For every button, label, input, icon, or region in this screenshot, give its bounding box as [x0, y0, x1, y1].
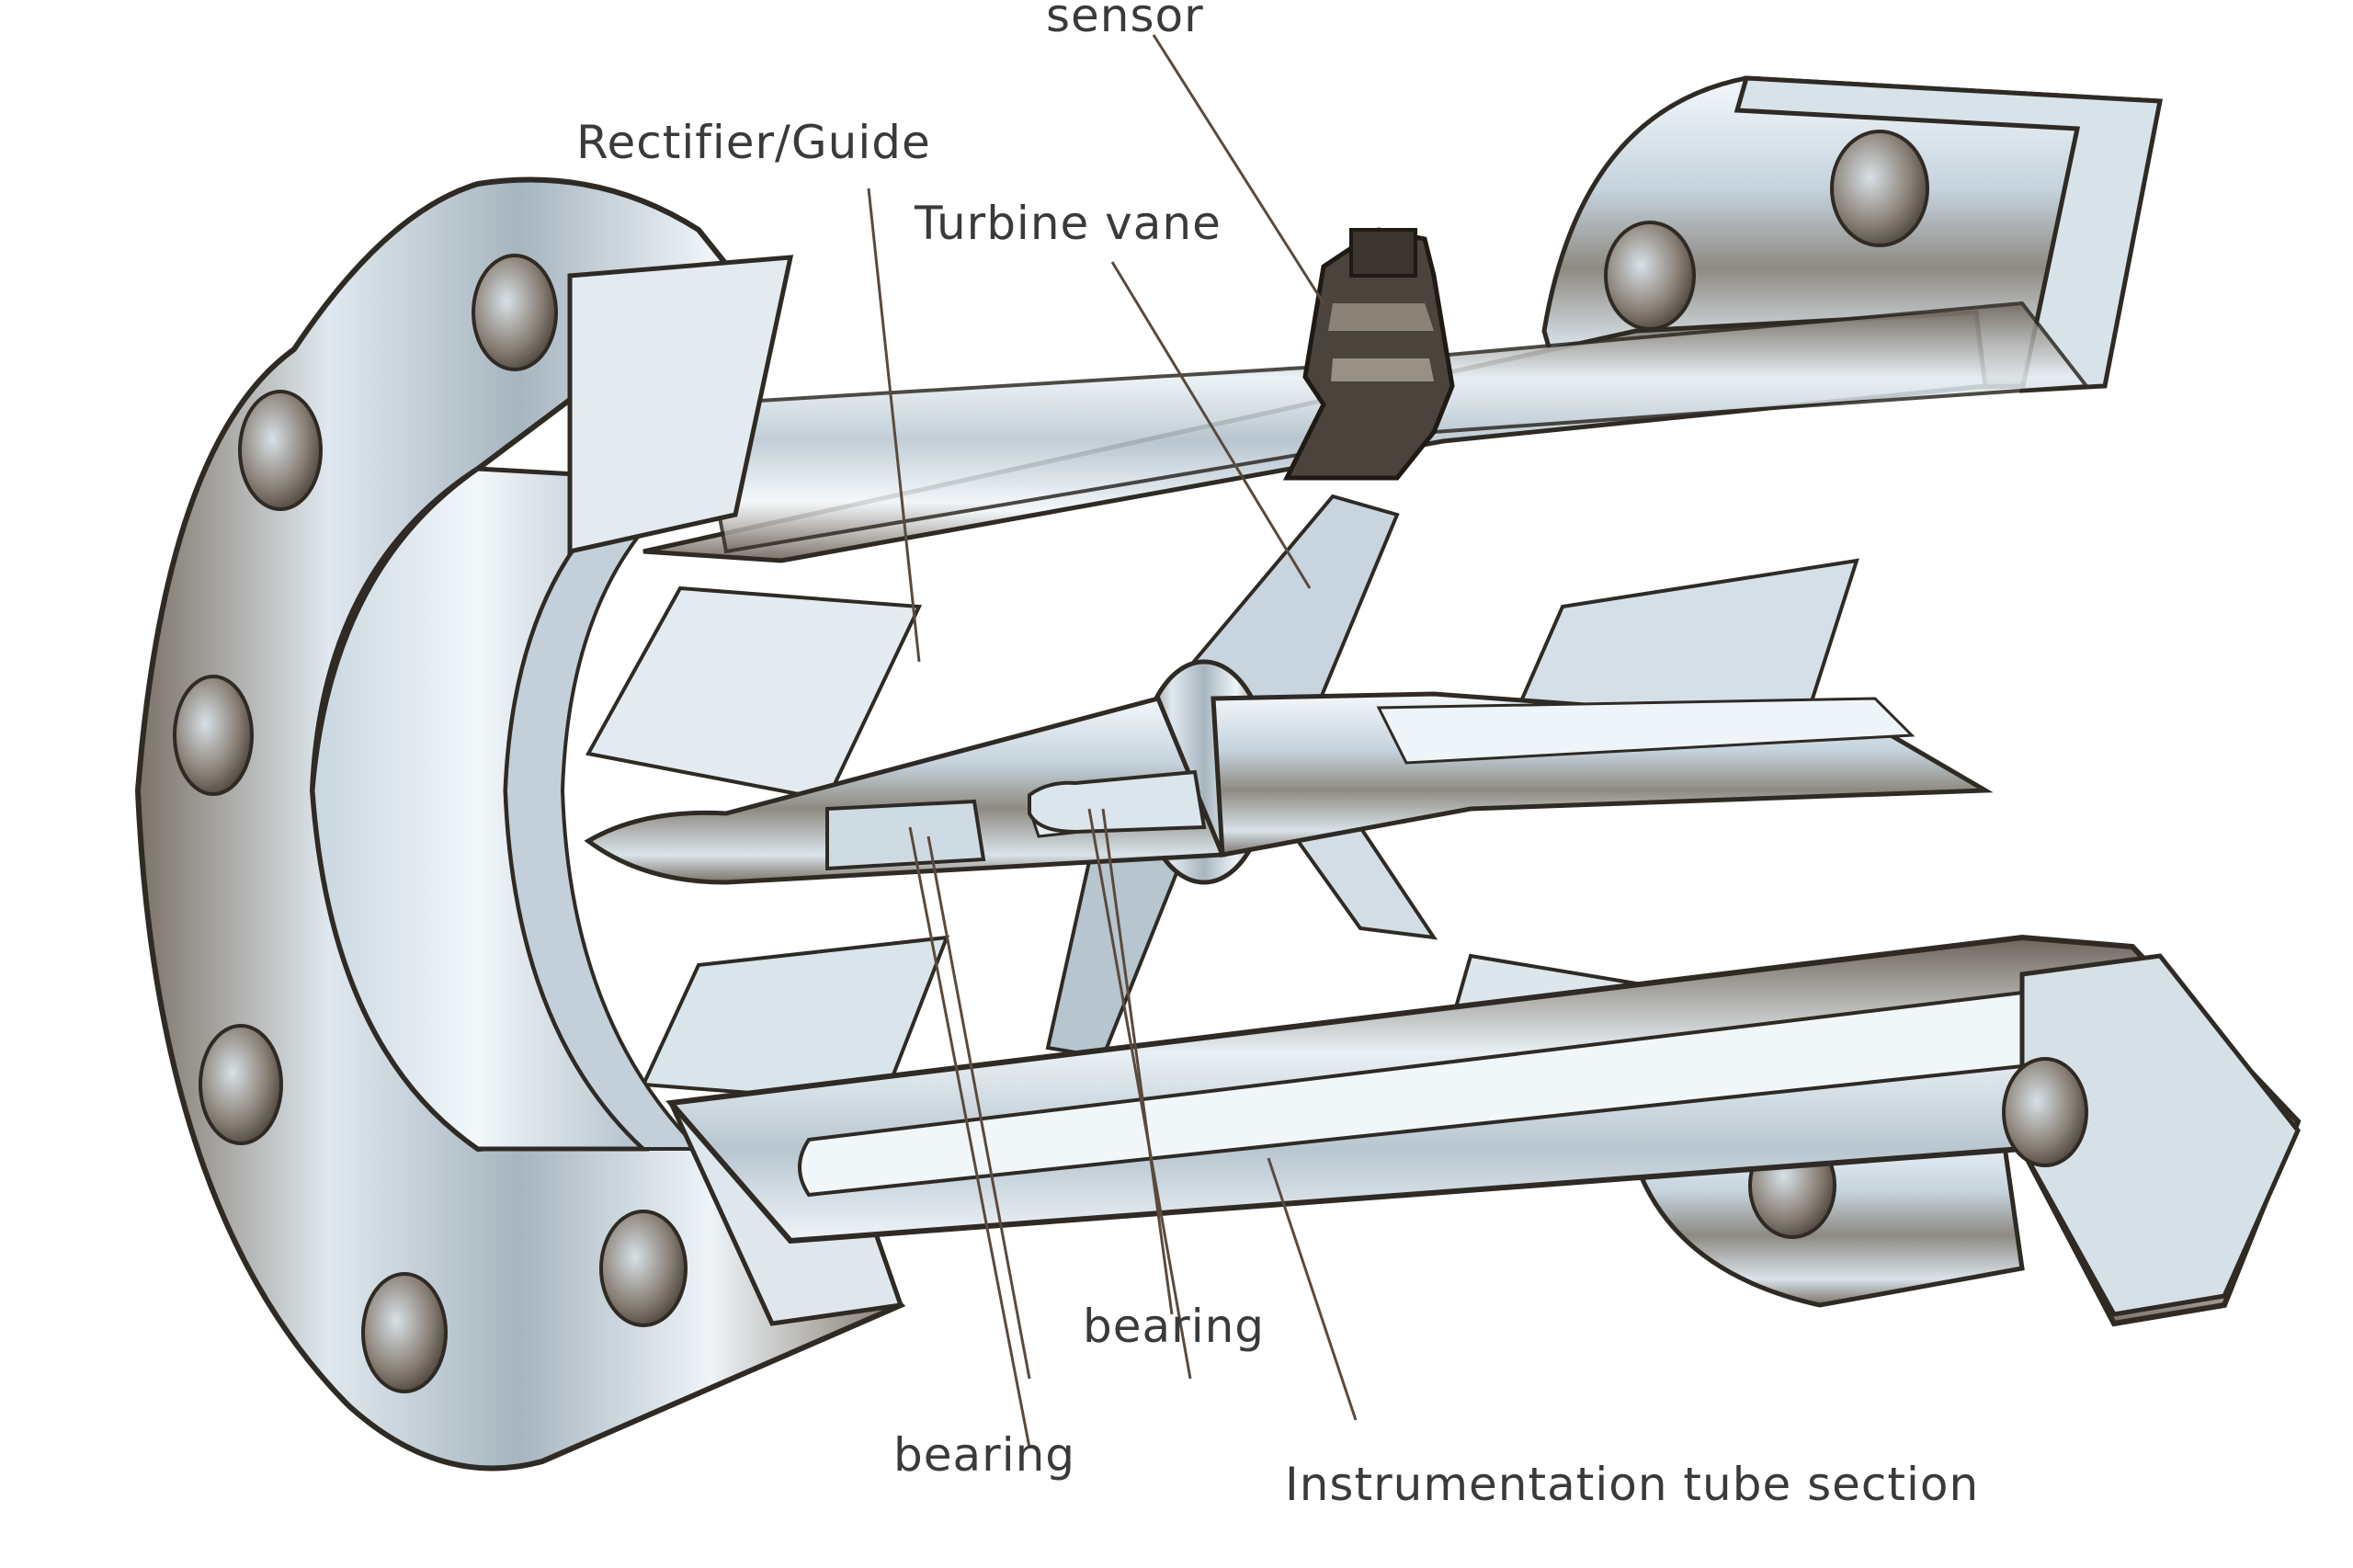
- flange-bolt-hole: [238, 390, 323, 511]
- flange-bolt-hole: [1604, 221, 1696, 331]
- label-instrumentation-tube-section: Instrumentation tube section: [1285, 1458, 1980, 1511]
- label-turbine-vane: Turbine vane: [915, 197, 1222, 250]
- flange-bolt-hole: [173, 675, 254, 796]
- leader-line-sensor: [1152, 34, 1325, 304]
- flange-bolt-hole: [1830, 130, 1929, 247]
- label-bearing-lower: bearing: [893, 1428, 1076, 1482]
- bearing-upper-shape: [1028, 769, 1207, 835]
- bearing-lower-shape: [825, 799, 986, 871]
- leader-lines: [867, 34, 1358, 1449]
- sensor-assembly: [1282, 227, 1455, 481]
- leader-line-bearing-lower-2: [908, 826, 1031, 1449]
- leader-line-rectifier: [867, 187, 921, 663]
- flange-bolt-hole: [361, 1272, 448, 1393]
- leader-line-turbine-vane: [1110, 261, 1312, 589]
- leader-line-bearing-lower: [926, 835, 1031, 1380]
- label-bearing-upper: bearing: [1083, 1300, 1266, 1353]
- flange-bolt-hole: [599, 1210, 688, 1327]
- leader-line-bearing-upper: [1087, 808, 1192, 1380]
- leader-line-tube-section: [1267, 1157, 1358, 1421]
- flange-bolt-hole: [2002, 1057, 2088, 1167]
- label-sensor: sensor: [1046, 0, 1204, 42]
- flange-bolt-hole: [472, 254, 558, 371]
- central-shaft: [584, 691, 1994, 885]
- leader-line-bearing-upper-2: [1101, 808, 1174, 1315]
- label-rectifier-guide: Rectifier/Guide: [576, 116, 931, 169]
- flange-bolt-hole: [199, 1024, 283, 1145]
- lower-tube-wall: [665, 934, 2302, 1327]
